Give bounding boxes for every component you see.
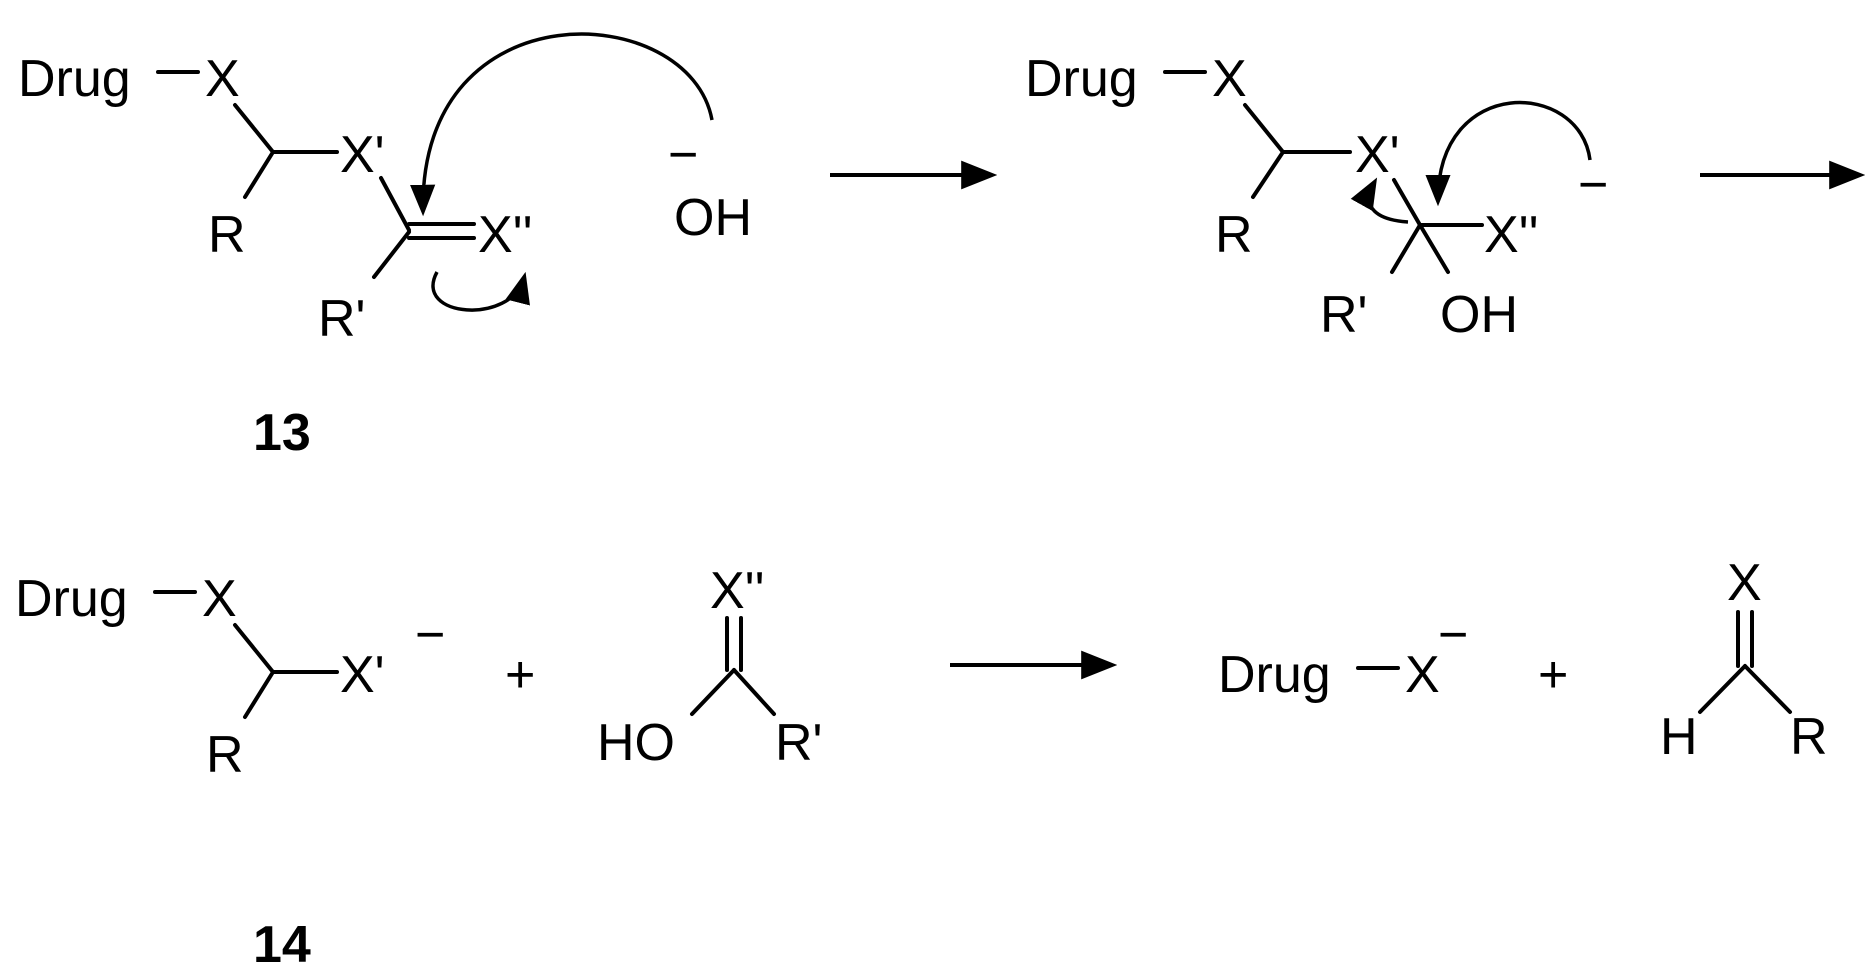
neg-charge: − (1438, 606, 1468, 664)
bond-c-h (1698, 664, 1747, 714)
bond-c-oh (1418, 223, 1450, 274)
r-label: R (1790, 708, 1828, 766)
drug-anion: Drug X − (1218, 606, 1468, 704)
oh-label: OH (1440, 286, 1518, 344)
bond-x-ch (233, 623, 275, 674)
compound-14-label: 14 (253, 916, 311, 974)
neg-charge: − (668, 126, 698, 184)
bond-ch-r (1251, 150, 1285, 199)
curly-arrow-attack (410, 32, 714, 217)
carboxylic-acid: X'' HO R' (597, 562, 822, 772)
bond-c-r (1743, 664, 1792, 714)
drug-label: Drug (15, 570, 128, 628)
x-label: X (202, 570, 237, 628)
xp-label: X' (340, 646, 385, 704)
rp-label: R' (775, 714, 822, 772)
compound-13-structure: Drug X R X' X'' R' (18, 32, 714, 348)
bond-c-ho (690, 668, 736, 716)
oh-label: OH (674, 189, 752, 247)
bond-xp-c (379, 176, 411, 232)
compound-13-label: 13 (253, 404, 311, 462)
x-label: X (1212, 50, 1247, 108)
x-label: X (1405, 646, 1440, 704)
neg-charge: − (1578, 156, 1608, 214)
xpp-label: X'' (710, 562, 765, 620)
bond-c-rp (372, 230, 411, 279)
ho-label: HO (597, 714, 675, 772)
xp-label: X' (340, 126, 385, 184)
plus-sign: + (1538, 646, 1568, 704)
curly-arrow-leave (1350, 177, 1409, 224)
plus-sign: + (505, 646, 535, 704)
hydroxide: − OH (668, 126, 752, 247)
bond-ch-r (243, 670, 275, 719)
bond-c-rp (1390, 223, 1422, 274)
r-label: R (206, 726, 244, 784)
bond-c-rp (732, 668, 776, 716)
xpp-label: X'' (478, 206, 533, 264)
neg-charge: − (415, 606, 445, 664)
drug-label: Drug (18, 50, 131, 108)
aldehyde: X H R (1660, 554, 1828, 766)
drug-label: Drug (1025, 50, 1138, 108)
bond-x-ch (1243, 103, 1285, 154)
curly-arrow-pi (431, 271, 530, 312)
compound-14-structure: Drug X R X' − (15, 570, 445, 784)
rp-label: R' (1320, 286, 1367, 344)
bond-ch-r (243, 150, 275, 199)
x-label: X (1727, 554, 1762, 612)
h-label: H (1660, 708, 1698, 766)
x-label: X (205, 50, 240, 108)
bond-xp-c (1392, 178, 1422, 227)
bond-x-ch (233, 103, 275, 154)
xp-label: X' (1355, 126, 1400, 184)
xpp-label: X'' (1484, 206, 1539, 264)
r-label: R (208, 206, 246, 264)
rp-label: R' (318, 290, 365, 348)
curly-arrow-reform (1425, 100, 1592, 207)
r-label: R (1215, 206, 1253, 264)
tetrahedral-intermediate: Drug X R X' X'' − R' OH (1025, 50, 1608, 344)
drug-label: Drug (1218, 646, 1331, 704)
